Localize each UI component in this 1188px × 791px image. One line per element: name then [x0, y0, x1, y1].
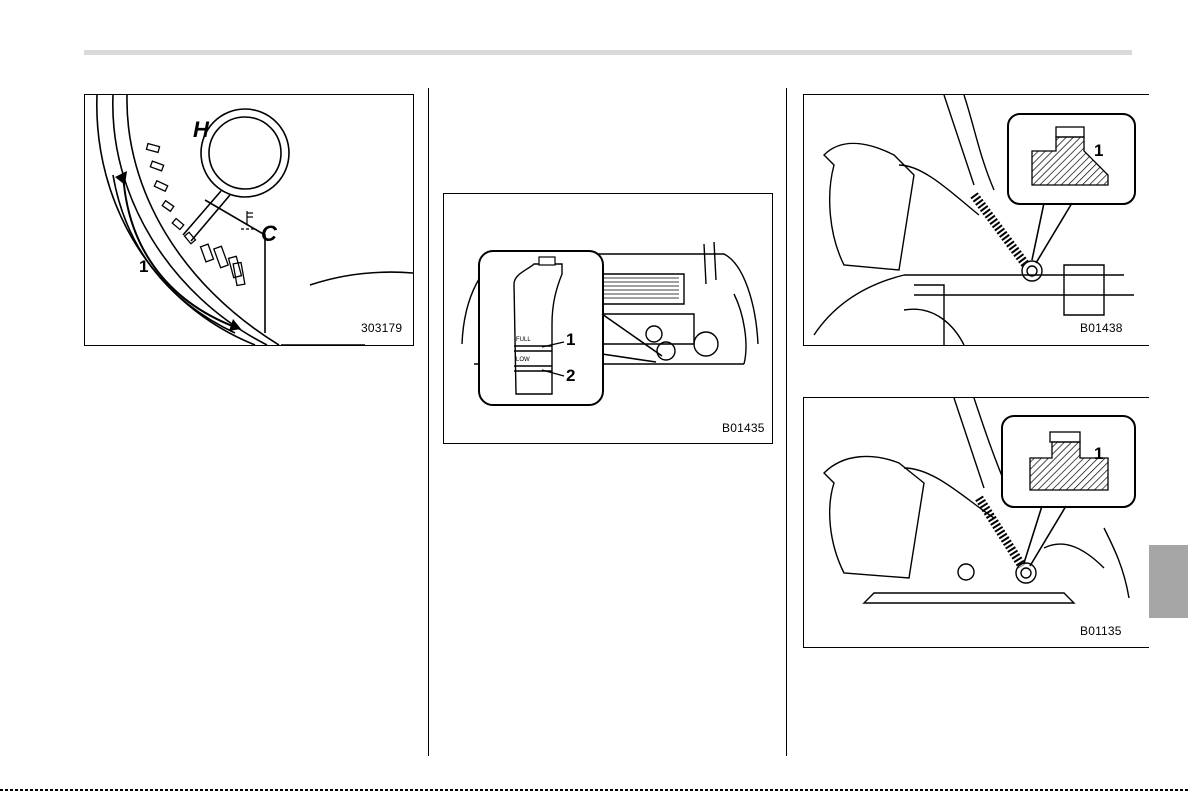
reservoir-low-mark: LOW	[516, 357, 530, 363]
gauge-hot-letter: H	[193, 117, 209, 143]
refill-top-drawing	[804, 95, 1149, 345]
header-rule	[84, 50, 1132, 55]
temperature-gauge-figure: H C 1 303179	[84, 94, 414, 346]
figure-code-b01435: B01435	[722, 421, 765, 435]
figure-code-303179: 303179	[361, 321, 402, 335]
temperature-gauge-drawing	[85, 95, 413, 345]
figure-code-b01438: B01438	[1080, 321, 1123, 335]
figure-code-b01135: B01135	[1080, 624, 1122, 638]
refill-top-figure: 1 B01438	[803, 94, 1149, 346]
column-divider-left	[428, 88, 429, 756]
gauge-cold-letter: C	[261, 221, 277, 247]
coolant-reservoir-figure: FULL LOW 1 2 B01435	[443, 193, 773, 444]
reservoir-callout-full: 1	[566, 330, 575, 350]
refill-bottom-figure: 1 B01135	[803, 397, 1149, 648]
refill-top-callout-1: 1	[1094, 141, 1103, 161]
refill-bottom-drawing	[804, 398, 1149, 647]
reservoir-full-mark: FULL	[516, 337, 531, 343]
gauge-callout-1: 1	[139, 257, 148, 277]
column-divider-right	[786, 88, 787, 756]
refill-bottom-callout-1: 1	[1094, 444, 1103, 464]
reservoir-callout-low: 2	[566, 366, 575, 386]
engine-bay-drawing	[444, 194, 772, 443]
